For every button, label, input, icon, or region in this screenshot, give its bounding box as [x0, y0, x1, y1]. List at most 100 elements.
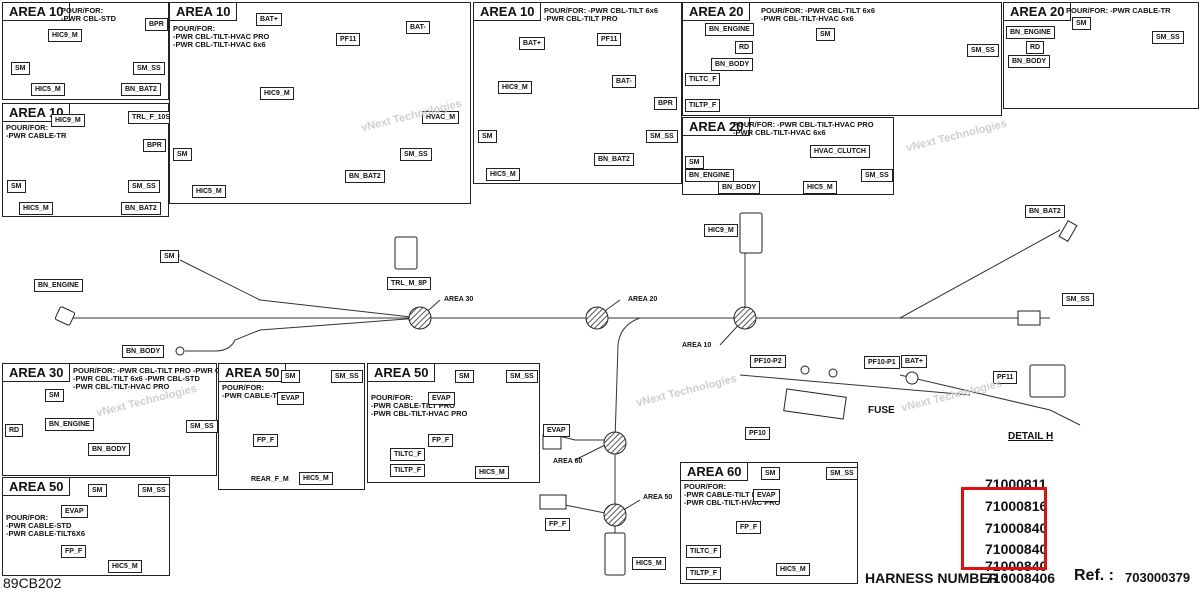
- main-label-evap: EVAP: [543, 424, 570, 437]
- pour-for-text: POUR/FOR: -PWR CABLE-TR: [222, 383, 283, 400]
- main-label-fp-f: FP_F: [545, 518, 571, 531]
- label-bn-body: BN_BODY: [88, 443, 131, 456]
- label-evap: EVAP: [61, 505, 88, 518]
- box-title: AREA 60: [681, 463, 749, 481]
- label-sm: SM: [11, 62, 30, 75]
- label-tiltp-f: TILTP_F: [390, 464, 426, 477]
- label-sm: SM: [1072, 17, 1091, 30]
- label-bat-plus: BAT+: [256, 13, 282, 26]
- label-hic5-m: HIC5_M: [192, 185, 226, 198]
- box-title: AREA 50: [3, 478, 71, 496]
- box-title: AREA 10: [170, 3, 238, 21]
- label-tiltc-f: TILTC_F: [390, 448, 426, 461]
- junction-area30: AREA 30: [444, 296, 474, 303]
- area10-tilt-box: AREA 10 POUR/FOR: -PWR CBL-TILT 6x6 -PWR…: [473, 2, 682, 184]
- junction-area50: AREA 50: [643, 494, 673, 501]
- highlight-rectangle: [961, 487, 1047, 570]
- pour-for-text: POUR/FOR: -PWR CABLE-TILT PRO -PWR CBL-T…: [371, 393, 468, 418]
- label-sm: SM: [7, 180, 26, 193]
- label-sm: SM: [685, 156, 704, 169]
- label-hic5-m: HIC5_M: [299, 472, 333, 485]
- label-fp-f: FP_F: [736, 521, 762, 534]
- label-bn-engine: BN_ENGINE: [705, 23, 754, 36]
- label-bn-engine: BN_ENGINE: [685, 169, 734, 182]
- box-title: AREA 50: [219, 364, 287, 382]
- main-label-hic5-m: HIC5_M: [632, 557, 666, 570]
- label-sm-ss: SM_SS: [133, 62, 165, 75]
- label-hvac-clutch: HVAC_CLUTCH: [810, 145, 870, 158]
- label-rd: RD: [1026, 41, 1045, 54]
- pour-for-text: POUR/FOR: -PWR CBL-TILT 6x6 -PWR CBL-TIL…: [761, 6, 876, 23]
- diagram-id: 89CB202: [3, 575, 62, 591]
- label-sm: SM: [45, 389, 64, 402]
- main-label-trl-m-8p: TRL_M_8P: [387, 277, 431, 290]
- pour-for-text: POUR/FOR: -PWR CBL-TILT-HVAC PRO -PWR CB…: [733, 120, 874, 137]
- label-bpr: BPR: [143, 139, 166, 152]
- label-fuse: FUSE: [868, 405, 895, 416]
- junction-area10: AREA 10: [682, 342, 712, 349]
- label-sm: SM: [173, 148, 192, 161]
- label-bpr: BPR: [654, 97, 677, 110]
- label-evap: EVAP: [753, 489, 780, 502]
- label-sm-ss: SM_SS: [331, 370, 363, 383]
- label-sm-ss: SM_SS: [128, 180, 160, 193]
- harness-number-5: 71000840: [985, 558, 1048, 574]
- area20-hvac-box: AREA 20 POUR/FOR: -PWR CBL-TILT-HVAC PRO…: [682, 117, 894, 195]
- box-title: AREA 20: [1004, 3, 1072, 21]
- pour-for-text: POUR/FOR: -PWR CBL-TILT PRO -PWR CBL-TR …: [73, 366, 243, 391]
- label-hic9-m: HIC9_M: [51, 114, 85, 127]
- pour-for-text: POUR/FOR: -PWR CABLE-TR: [1066, 6, 1171, 15]
- label-fp-f: FP_F: [253, 434, 279, 447]
- label-hic5-m: HIC5_M: [803, 181, 837, 194]
- box-title: AREA 20: [683, 3, 751, 21]
- pour-for-text: POUR/FOR: -PWR CABLE-TR: [6, 123, 67, 140]
- label-pf11: PF11: [993, 371, 1018, 384]
- box-title: AREA 50: [368, 364, 436, 382]
- label-sm-ss: SM_SS: [967, 44, 999, 57]
- harness-number-2: 71000816: [985, 498, 1048, 514]
- label-rd: RD: [5, 424, 24, 437]
- label-sm: SM: [88, 484, 107, 497]
- area50-tilt-pro-box: AREA 50 POUR/FOR: -PWR CABLE-TILT PRO -P…: [367, 363, 540, 483]
- label-bn-body: BN_BODY: [1008, 55, 1051, 68]
- label-trl-f-10s: TRL_F_10S: [128, 111, 175, 124]
- label-pf10-p2: PF10-P2: [750, 355, 786, 368]
- area30-box: AREA 30 POUR/FOR: -PWR CBL-TILT PRO -PWR…: [2, 363, 243, 476]
- pour-for-text: POUR/FOR: -PWR CBL-TILT 6x6 -PWR CBL-TIL…: [544, 6, 659, 23]
- box-title: AREA 10: [3, 3, 71, 21]
- harness-number-4: 71000840: [985, 541, 1048, 557]
- label-bn-bat2: BN_BAT2: [121, 202, 161, 215]
- junction-area20: AREA 20: [628, 296, 658, 303]
- label-sm-ss: SM_SS: [826, 467, 858, 480]
- label-fp-f: FP_F: [428, 434, 454, 447]
- label-sm-ss: SM_SS: [138, 484, 170, 497]
- label-tiltp-f: TILTP_F: [685, 99, 721, 112]
- label-sm-ss: SM_SS: [1152, 31, 1184, 44]
- label-bat-minus: BAT-: [406, 21, 430, 34]
- main-label-hic9-m: HIC9_M: [704, 224, 738, 237]
- label-bpr: BPR: [145, 18, 168, 31]
- area20-cable-tr-box: AREA 20 POUR/FOR: -PWR CABLE-TR SM BN_EN…: [1003, 2, 1199, 109]
- main-label-bn-engine: BN_ENGINE: [34, 279, 83, 292]
- main-label-sm-ss: SM_SS: [1062, 293, 1094, 306]
- label-sm-ss: SM_SS: [506, 370, 538, 383]
- harness-number-label: HARNESS NUMBER :: [865, 570, 1008, 586]
- label-hic5-m: HIC5_M: [486, 168, 520, 181]
- label-bat-minus: BAT-: [612, 75, 636, 88]
- ref-value: 703000379: [1125, 570, 1191, 585]
- label-evap: EVAP: [277, 392, 304, 405]
- label-bn-engine: BN_ENGINE: [45, 418, 94, 431]
- area10-std-box: AREA 10 POUR/FOR: -PWR CBL-STD HIC9_M BP…: [2, 2, 169, 100]
- harness-number-value: 710008406: [985, 570, 1056, 586]
- box-title: AREA 10: [474, 3, 542, 21]
- pour-for-text: POUR/FOR: -PWR CABLE-STD -PWR CABLE-TILT…: [6, 513, 86, 538]
- label-bn-body: BN_BODY: [718, 181, 761, 194]
- label-hic5-m: HIC5_M: [31, 83, 65, 96]
- area10-hvac-box: AREA 10 POUR/FOR: -PWR CBL-TILT-HVAC PRO…: [169, 2, 471, 204]
- box-title: AREA 30: [3, 364, 71, 382]
- label-bn-engine: BN_ENGINE: [1006, 26, 1055, 39]
- label-hic9-m: HIC9_M: [260, 87, 294, 100]
- label-bat-plus: BAT+: [519, 37, 545, 50]
- label-sm-ss: SM_SS: [646, 130, 678, 143]
- main-label-bn-bat2: BN_BAT2: [1025, 205, 1065, 218]
